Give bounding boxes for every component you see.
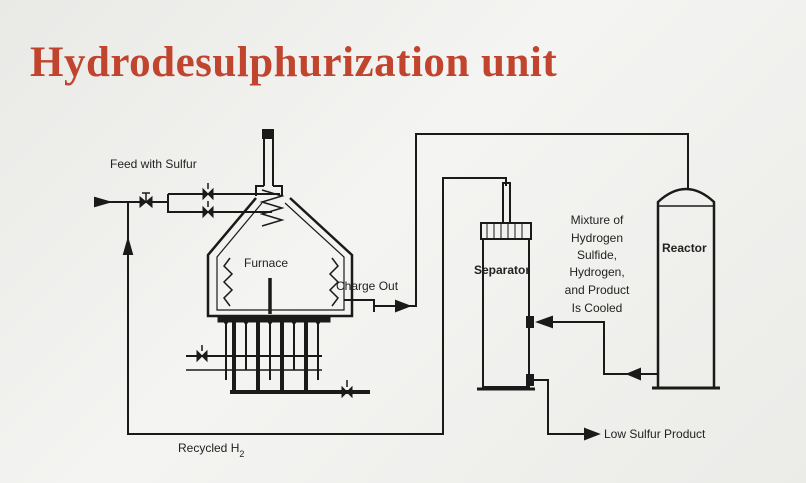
page-title: Hydrodesulphurization unit [30, 39, 558, 86]
valve-lower-icon [202, 201, 214, 219]
feed-label: Feed with Sulfur [110, 157, 197, 171]
low-sulfur-label: Low Sulfur Product [604, 427, 706, 441]
feed-valve-icon [139, 192, 153, 209]
mixture-label-line: Hydrogen [571, 231, 623, 245]
valve-upper-icon [202, 183, 214, 201]
cooled-mixture-line [540, 321, 658, 375]
fuel-valve-2-icon [341, 380, 353, 399]
recycle-h2-line [127, 177, 507, 435]
charge-out-label: Charge Out [336, 279, 399, 293]
furnace [186, 129, 370, 394]
feed-arrow-icon [94, 196, 113, 208]
reactor [652, 187, 720, 390]
mixture-label-line: Hydrogen, [569, 265, 624, 279]
fuel-valve-1-icon [196, 345, 208, 363]
mixture-label-line: Is Cooled [572, 301, 623, 315]
recycle-up-arrow-icon [122, 236, 134, 255]
separator-label: Separator [474, 263, 530, 277]
mixture-label-line: and Product [565, 283, 630, 297]
reactor-label: Reactor [662, 241, 707, 255]
mixture-label: Mixture of Hydrogen Sulfide, Hydrogen, a… [565, 213, 630, 315]
recycled-h2-label: Recycled H2 [178, 441, 244, 459]
reactor-feed-line [409, 133, 689, 307]
mixture-label-line: Mixture of [571, 213, 624, 227]
separator [477, 182, 535, 391]
mixture-arrow-1-icon [625, 367, 641, 381]
charge-out-arrow-icon [395, 299, 412, 313]
mixture-arrow-2-icon [535, 315, 553, 329]
product-arrow-icon [584, 427, 601, 441]
furnace-label: Furnace [244, 256, 288, 270]
product-line [533, 379, 590, 435]
mixture-label-line: Sulfide, [577, 248, 617, 262]
